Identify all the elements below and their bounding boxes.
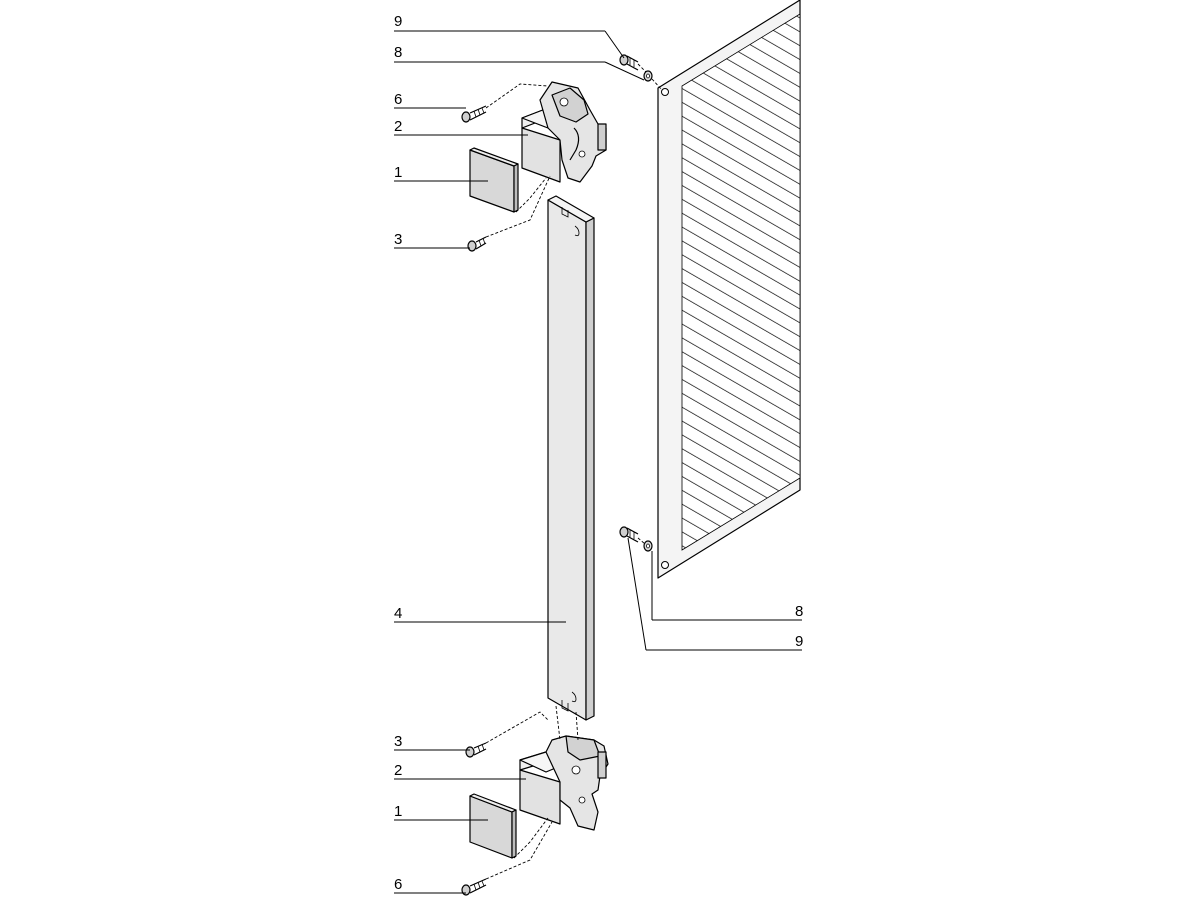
- washer-bottom-8: [643, 540, 653, 552]
- callout-right-8: 8: [795, 603, 803, 620]
- top-cover-cap: [469, 147, 519, 213]
- callout-bottom-1: 1: [394, 803, 402, 820]
- screw-bottom-9: [619, 526, 639, 543]
- callout-top-6: 6: [394, 91, 402, 108]
- leader-lines: [394, 30, 802, 894]
- callout-bottom-2: 2: [394, 762, 402, 779]
- callout-rail-4: 4: [394, 605, 402, 622]
- bottom-hinge-bracket: [519, 735, 609, 831]
- top-hinge-bracket: [521, 81, 607, 183]
- screw-top-9: [619, 54, 639, 71]
- callout-top-8: 8: [394, 44, 402, 61]
- callout-right-9: 9: [795, 633, 803, 650]
- callout-top-1: 1: [394, 164, 402, 181]
- bottom-cover-cap: [469, 793, 517, 859]
- washer-top-8: [643, 70, 653, 82]
- callout-labels: 9 8 6 2 1 3 4 8 9 3 2 1 6: [394, 13, 803, 893]
- callout-bottom-6: 6: [394, 876, 402, 893]
- screw-top-6: [461, 105, 487, 123]
- callout-top-9: 9: [394, 13, 402, 30]
- panel-hole-bottom: [661, 561, 669, 569]
- screw-top-3: [467, 236, 487, 252]
- assembly-paths: [485, 63, 663, 880]
- rail-bar: [547, 195, 595, 721]
- callout-top-2: 2: [394, 118, 402, 135]
- panel-hole-top: [661, 88, 669, 96]
- front-panel: [657, 0, 801, 579]
- callout-bottom-3: 3: [394, 733, 402, 750]
- callout-top-3: 3: [394, 231, 402, 248]
